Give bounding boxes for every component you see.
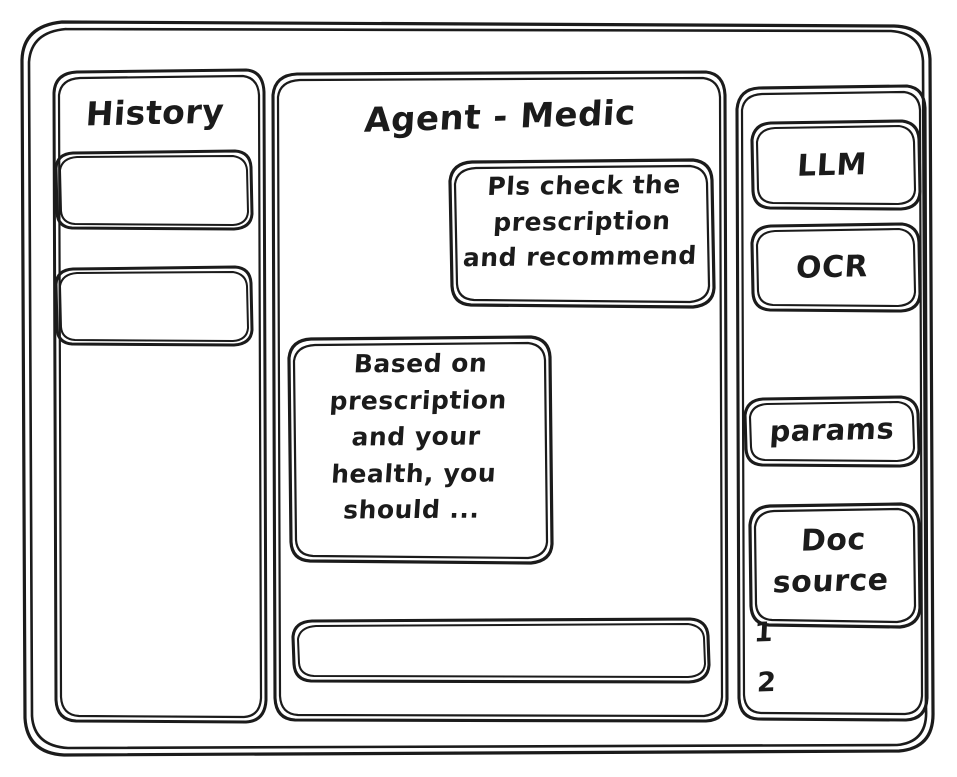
tool-llm-label: LLM	[796, 147, 868, 184]
doc-source-entry-2[interactable]: 2	[756, 666, 778, 699]
tool-ocr-label: OCR	[794, 249, 870, 286]
doc-source-entry-1[interactable]: 1	[753, 616, 775, 649]
user-message-bubble: Pls check the prescription and recommend	[462, 169, 698, 273]
history-item-2[interactable]	[56, 267, 253, 346]
assistant-message-bubble: Based on prescription and your health, y…	[328, 348, 508, 525]
doc-source-label: Doc source	[771, 522, 890, 600]
history-item-1[interactable]	[56, 151, 253, 230]
message-input[interactable]	[293, 619, 710, 683]
history-panel-title: History	[84, 91, 226, 134]
page-title: Agent - Medic	[363, 93, 637, 141]
tool-params-label: params	[768, 411, 896, 449]
